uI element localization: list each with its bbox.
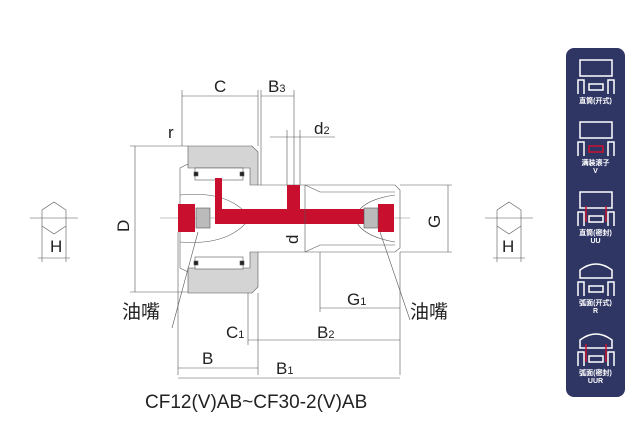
stud: [258, 184, 401, 253]
hex-right-icon: [485, 201, 533, 262]
label-H-right: H: [502, 237, 514, 256]
label-C: C: [214, 77, 226, 96]
label-r: r: [168, 123, 174, 142]
label-G1: G1: [347, 290, 366, 309]
roller-bottom: [194, 256, 244, 270]
variant-sealed-crowned[interactable]: 弧面(密封)UUR: [566, 330, 625, 386]
label-D: D: [114, 220, 133, 232]
label-B3: B3: [268, 77, 285, 96]
label-G: G: [425, 215, 444, 228]
label-d: d: [283, 235, 302, 244]
hex-left-icon: [30, 201, 78, 262]
label-B2: B2: [317, 323, 334, 342]
variant-open-crowned[interactable]: 弧面(开式)R: [566, 260, 625, 316]
label-d2: d2: [314, 119, 330, 138]
oil-channel: [178, 178, 394, 232]
label-C1: C1: [226, 323, 244, 342]
variant-sealed-straight[interactable]: 直筒(密封)UU: [566, 190, 625, 246]
label-H-left: H: [50, 237, 62, 256]
label-oil-right: 油嘴: [410, 301, 448, 323]
label-B1: B1: [276, 359, 293, 378]
label-oil-left: 油嘴: [122, 301, 160, 323]
label-B: B: [202, 349, 213, 368]
diagram-title: CF12(V)AB~CF30-2(V)AB: [145, 392, 367, 413]
variant-open-straight[interactable]: 直筒(开式): [566, 58, 625, 106]
